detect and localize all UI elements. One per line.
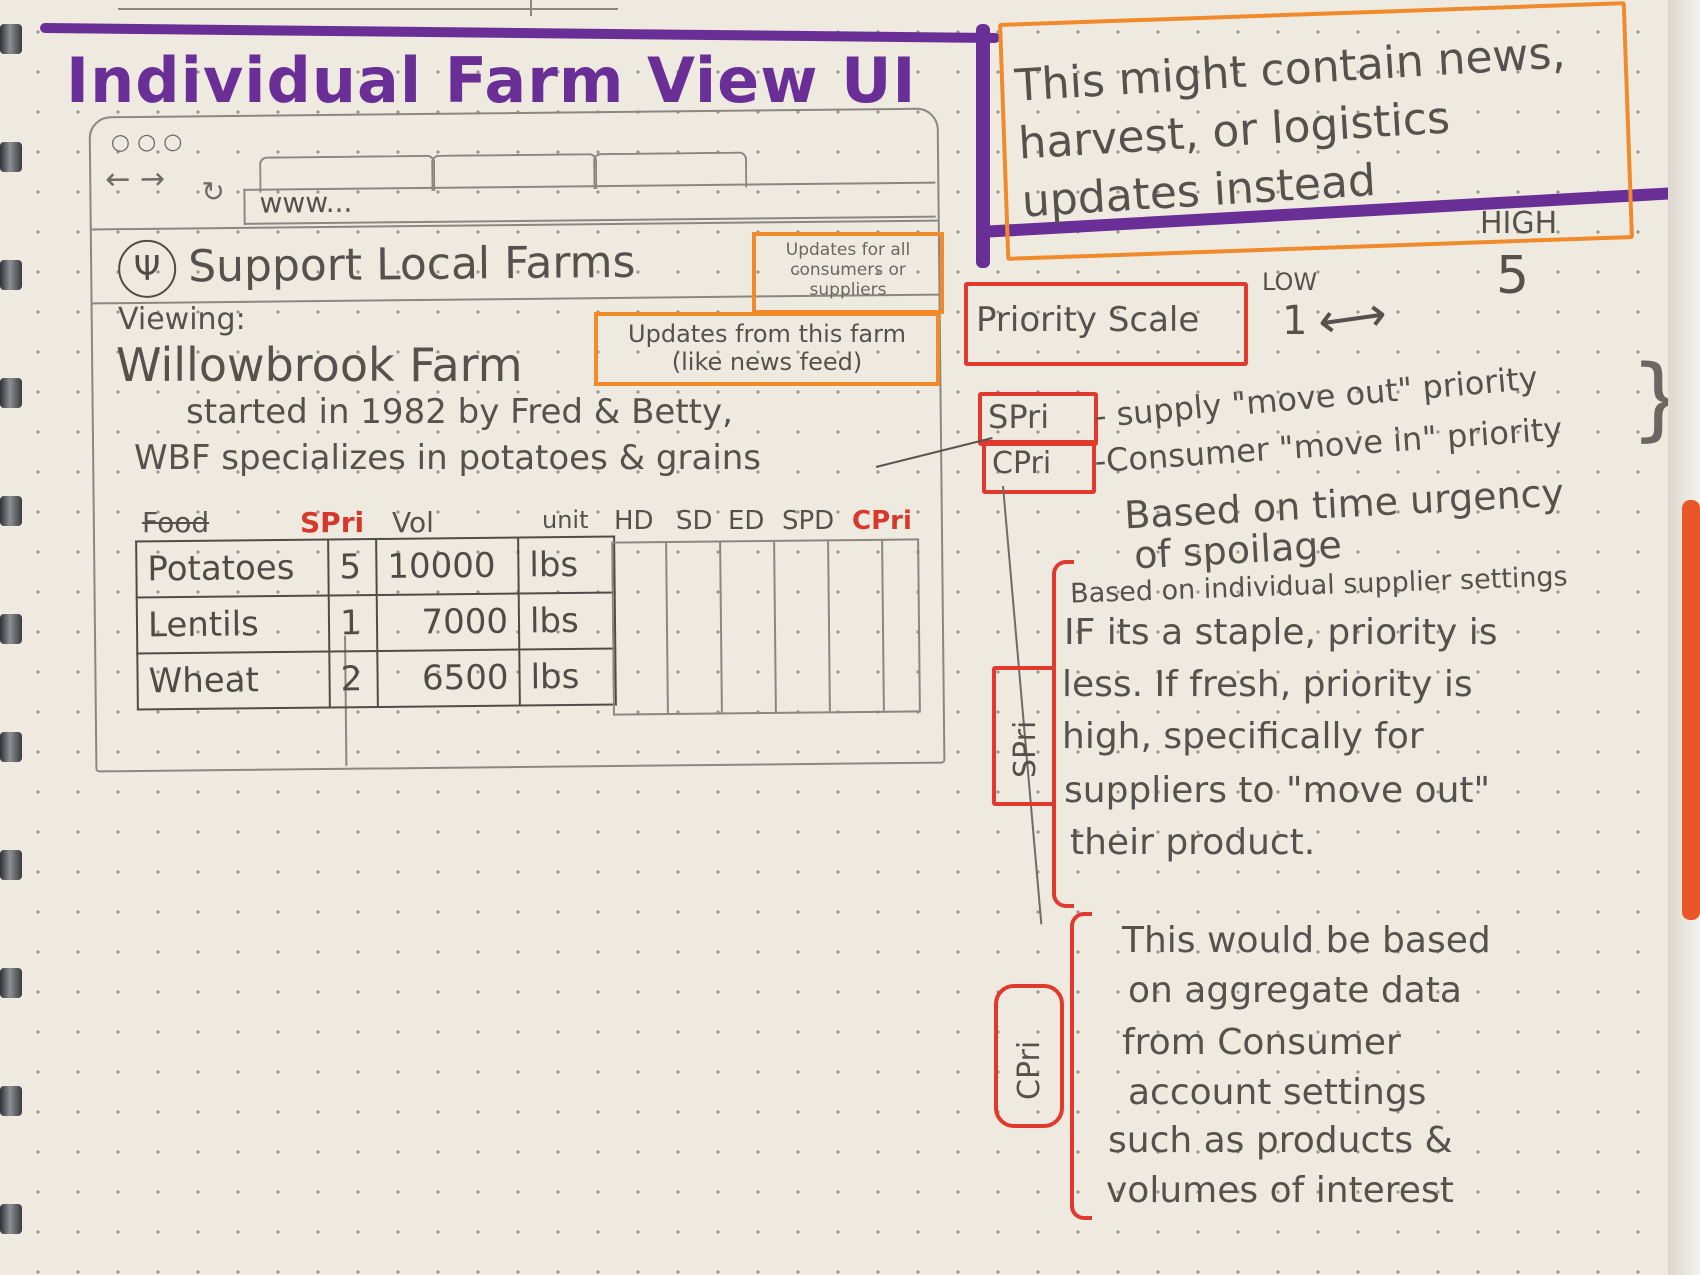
window-controls: ○ ○ ○ (110, 129, 183, 156)
updates-farm-box[interactable]: Updates from this farm (like news feed) (594, 312, 940, 386)
cpri-tag-label: CPri (992, 446, 1052, 481)
updates-all-box[interactable]: Updates for all consumers or suppliers (752, 232, 944, 314)
urgency-line-1: Based on time urgency (1123, 470, 1565, 538)
spri-tag-box: SPri (978, 392, 1098, 446)
header-sd: SD (676, 506, 713, 536)
cell-spri: 1 (328, 594, 378, 652)
header-food: Food (142, 506, 210, 539)
spri-explain-4: high, specifically for (1062, 716, 1424, 757)
header-spd: SPD (782, 506, 835, 536)
spiral-ring (0, 968, 22, 998)
spri-explain-2: IF its a staple, priority is (1064, 612, 1498, 653)
header-hd: HD (614, 506, 654, 536)
page-title: Individual Farm View UI (66, 44, 917, 117)
priority-scale-label: Priority Scale (976, 300, 1200, 340)
cpri-explain-bracket (1070, 912, 1092, 1220)
notebook-spiral (0, 0, 26, 1275)
spiral-ring (0, 496, 22, 526)
cell-spri: 5 (328, 538, 377, 596)
low-label: LOW (1262, 268, 1318, 296)
high-value: 5 (1496, 246, 1530, 306)
title-purple-line (39, 22, 1001, 44)
cpri-explain-1: This would be based (1122, 920, 1491, 961)
table-empty-columns (611, 538, 921, 716)
spri-tag-label: SPri (988, 398, 1050, 436)
viewing-label: Viewing: (118, 302, 246, 337)
spiral-ring (0, 378, 22, 408)
cpri-tag-box: CPri (982, 440, 1096, 494)
back-forward-icon[interactable]: ← → (105, 161, 166, 198)
cell-spri: 2 (329, 650, 378, 708)
news-note: This might contain news, harvest, or log… (1013, 27, 1567, 228)
top-sketch-divider (530, 0, 532, 16)
cell-unit: lbs (518, 592, 616, 650)
spri-vertical-label: SPri (1008, 720, 1043, 778)
farm-name: Willowbrook Farm (116, 338, 523, 392)
header-vol: Vol (392, 506, 434, 539)
cpri-explain-6: volumes of interest (1106, 1170, 1454, 1211)
header-cpri: CPri (852, 506, 912, 536)
farm-description-2: WBF specializes in potatoes & grains (134, 438, 762, 478)
cell-vol: 6500 (377, 649, 520, 707)
cell-food: Wheat (137, 651, 330, 710)
cpri-explain-3: from Consumer (1122, 1022, 1401, 1063)
updates-all-label: Updates for all consumers or suppliers (785, 240, 911, 300)
spri-explain-3: less. If fresh, priority is (1062, 664, 1473, 705)
header-spri: SPri (300, 506, 365, 539)
urgency-line-2: of spoilage (1132, 522, 1343, 578)
cpri-explain-5: such as products & (1108, 1120, 1453, 1161)
table-row[interactable]: Potatoes 5 10000 lbs (136, 536, 615, 598)
cpri-vertical-label: CPri (1012, 1040, 1047, 1100)
bookmark-ribbon (1682, 500, 1700, 920)
news-note-purple-frame (976, 24, 990, 268)
cpri-explain-4: account settings (1128, 1072, 1427, 1113)
high-label: HIGH (1480, 206, 1558, 241)
refresh-icon[interactable]: ↻ (201, 175, 226, 209)
spiral-ring (0, 850, 22, 880)
header-unit: unit (542, 506, 589, 534)
cell-vol: 10000 (376, 537, 519, 595)
priority-scale-box: Priority Scale (964, 282, 1248, 366)
header-ed: ED (728, 506, 765, 536)
spiral-ring (0, 1204, 22, 1234)
table-row[interactable]: Wheat 2 6500 lbs (137, 648, 616, 710)
cpri-vertical-tag: CPri (994, 984, 1064, 1128)
spiral-ring (0, 1086, 22, 1116)
spiral-ring (0, 732, 22, 762)
cell-food: Potatoes (136, 539, 329, 598)
cell-vol: 7000 (376, 593, 520, 651)
spiral-ring (0, 614, 22, 644)
cpri-explain-2: on aggregate data (1128, 970, 1462, 1011)
url-text: www... (259, 185, 353, 220)
low-value: 1 (1282, 298, 1308, 344)
spiral-ring (0, 260, 22, 290)
spiral-ring (0, 142, 22, 172)
cell-food: Lentils (136, 595, 330, 654)
spri-explain-5: suppliers to "move out" (1064, 770, 1491, 811)
site-title: Support Local Farms (187, 236, 636, 293)
spiral-ring (0, 24, 22, 54)
spri-vertical-tag: SPri (992, 666, 1056, 806)
farm-description-1: started in 1982 by Fred & Betty, (186, 392, 733, 432)
scale-arrow-icon: ⟷ (1314, 285, 1391, 351)
cell-unit: lbs (518, 536, 615, 594)
spri-explain-6: their product. (1070, 822, 1316, 863)
top-sketch-remnant (118, 0, 618, 10)
updates-farm-label: Updates from this farm (like news feed) (628, 320, 906, 376)
table-row[interactable]: Lentils 1 7000 lbs (136, 592, 616, 654)
site-logo-icon[interactable]: Ψ (117, 239, 177, 299)
food-table: Potatoes 5 10000 lbs Lentils 1 7000 lbs … (135, 535, 617, 710)
cell-unit: lbs (519, 648, 616, 706)
